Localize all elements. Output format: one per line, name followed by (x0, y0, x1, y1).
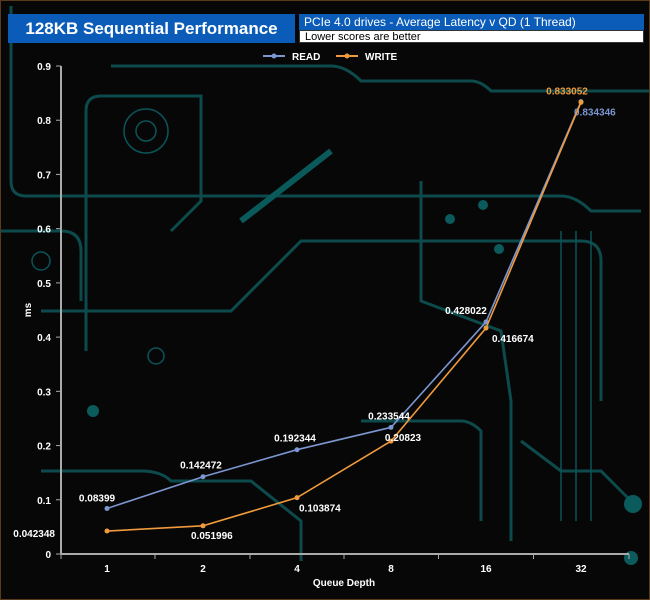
y-tick-label: 0 (45, 550, 51, 561)
data-label-read: 0.142472 (180, 461, 222, 472)
data-point-read (200, 474, 206, 480)
data-point-write (578, 99, 584, 105)
chart-title: 128KB Sequential Performance (8, 14, 295, 43)
data-label-read: 0.08399 (79, 493, 116, 504)
data-label-write: 0.20823 (385, 433, 422, 444)
data-point-write (388, 438, 394, 444)
data-label-write: 0.103874 (299, 504, 341, 515)
data-point-write (483, 325, 489, 331)
y-tick-label: 0.3 (37, 387, 51, 398)
y-tick-label: 0.8 (37, 116, 51, 127)
data-label-write: 0.833052 (546, 86, 588, 97)
x-tick-label: 4 (294, 564, 300, 575)
x-axis-title: Queue Depth (313, 578, 375, 589)
chart-subtitle: PCIe 4.0 drives - Average Latency v QD (… (299, 14, 644, 30)
series-line-read (106, 101, 582, 510)
data-label-write: 0.416674 (492, 334, 534, 345)
data-label-write: 0.042348 (13, 529, 55, 540)
legend-marker (271, 53, 277, 59)
y-axis-title: ms (23, 302, 34, 317)
y-tick-label: 0.2 (37, 442, 51, 453)
y-tick-label: 0.9 (37, 62, 51, 73)
y-tick-label: 0.4 (37, 333, 51, 344)
x-tick-label: 2 (200, 564, 206, 575)
legend-marker (344, 53, 350, 59)
data-label-read: 0.834346 (574, 108, 616, 119)
x-tick-label: 8 (388, 564, 394, 575)
series-line-write (106, 101, 582, 532)
y-tick-label: 0.7 (37, 170, 51, 181)
data-point-write (104, 528, 110, 534)
data-label-write: 0.051996 (191, 531, 233, 542)
x-tick-label: 1 (104, 564, 110, 575)
data-label-read: 0.428022 (445, 306, 487, 317)
y-tick-label: 0.5 (37, 279, 51, 290)
data-label-read: 0.192344 (274, 434, 316, 445)
data-point-read (104, 505, 110, 511)
legend-label-read: READ (292, 52, 320, 63)
data-point-read (294, 447, 300, 453)
data-point-write (294, 495, 300, 501)
x-tick-label: 16 (480, 564, 492, 575)
data-point-write (200, 523, 206, 529)
chart-note: Lower scores are better (299, 30, 644, 43)
legend-label-write: WRITE (365, 52, 398, 63)
x-tick-label: 32 (575, 564, 587, 575)
data-point-read (388, 424, 394, 430)
y-tick-label: 0.6 (37, 225, 51, 236)
y-tick-label: 0.1 (37, 496, 51, 507)
data-label-read: 0.233544 (368, 411, 410, 422)
